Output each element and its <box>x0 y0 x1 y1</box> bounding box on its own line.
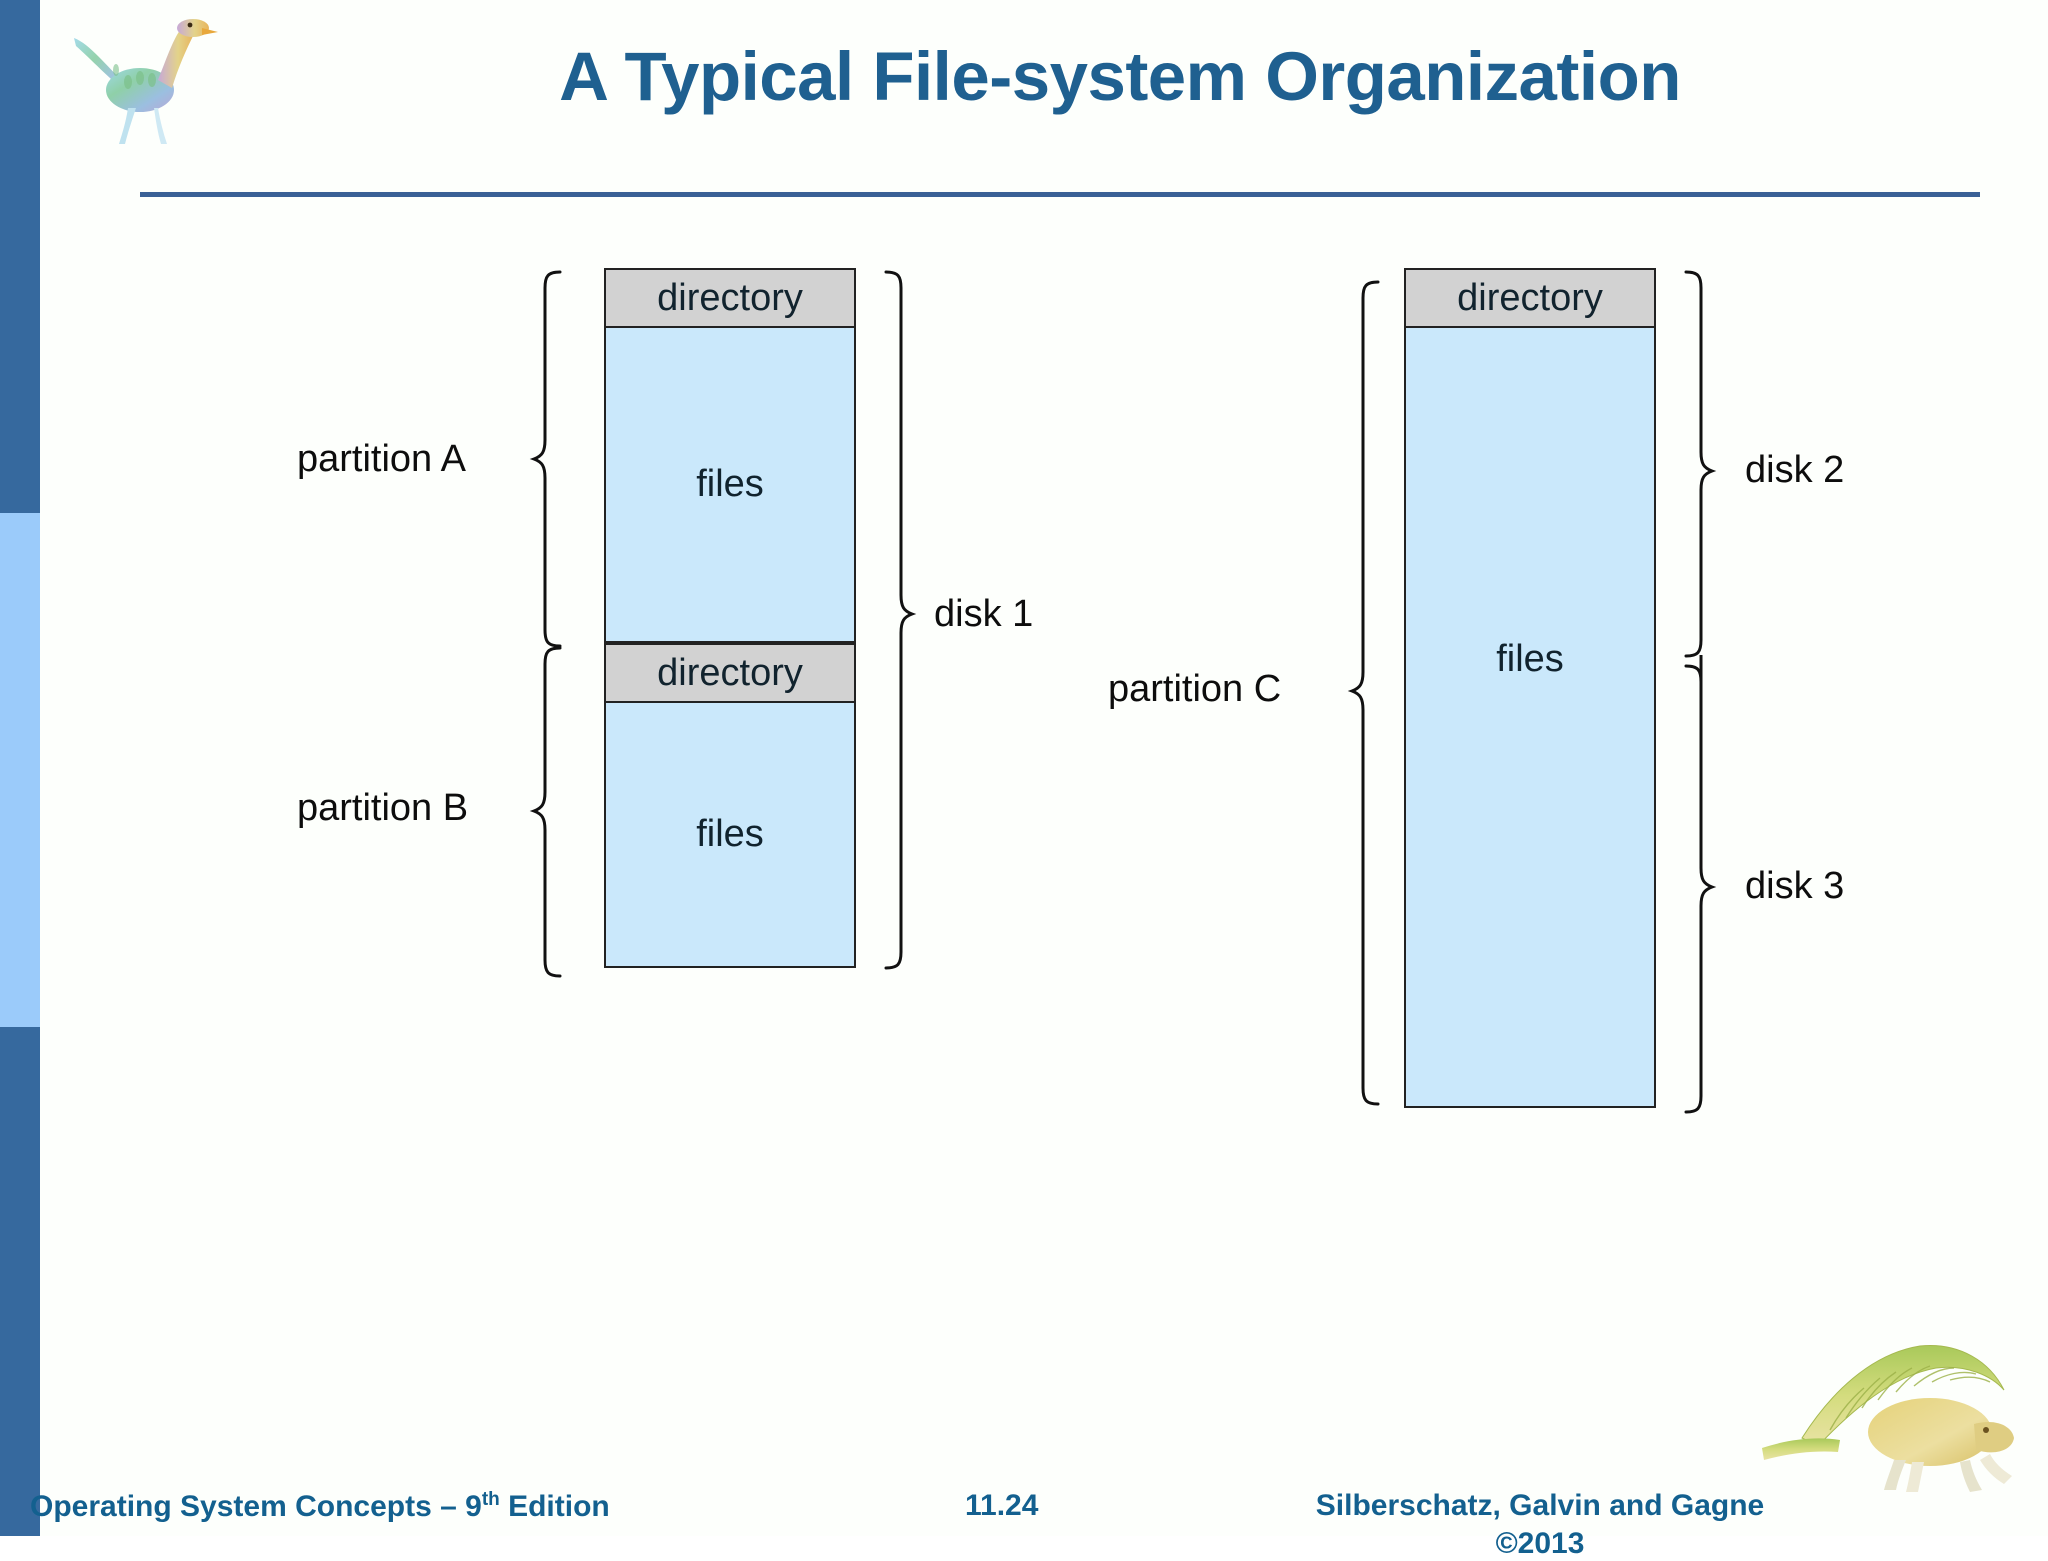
left-disk-directory-1: directory <box>604 268 856 328</box>
label-partition-b: partition B <box>297 787 469 829</box>
accent-segment-bottom <box>0 1027 40 1536</box>
dinosaur-icon <box>62 8 222 148</box>
label-disk-1: disk 1 <box>934 593 1034 635</box>
footer-edition-ordinal: th <box>481 1489 500 1510</box>
footer-authors: Silberschatz, Galvin and Gagne <box>1315 1489 1765 1522</box>
accent-segment-middle <box>0 513 40 1027</box>
left-disk-files-2: files <box>604 703 856 968</box>
label-partition-a: partition A <box>297 438 466 480</box>
slide-header: A Typical File-system Organization <box>40 0 2048 200</box>
dimetrodon-icon <box>1760 1320 2035 1495</box>
left-accent-bar <box>0 0 40 1536</box>
footer-edition-tail: Edition <box>499 1490 610 1523</box>
page-title: A Typical File-system Organization <box>559 38 1681 115</box>
label-disk-2: disk 2 <box>1745 449 1845 491</box>
footer-edition-main: Operating System Concepts – 9 <box>30 1490 482 1523</box>
footer-copyright: ©2013 <box>1495 1527 1585 1560</box>
left-disk-directory-2: directory <box>604 643 856 703</box>
label-disk-3: disk 3 <box>1745 865 1845 907</box>
right-disk-files-1: files <box>1404 328 1656 1108</box>
right-disk-files-label: files <box>1496 638 1564 680</box>
accent-segment-top <box>0 0 40 513</box>
right-disk-directory-1: directory <box>1404 268 1656 328</box>
left-disk-files-1: files <box>604 328 856 643</box>
footer-edition: Operating System Concepts – 9th Edition <box>30 1489 610 1524</box>
title-divider <box>140 192 1980 197</box>
label-partition-c: partition C <box>1108 668 1282 710</box>
page-number: 11.24 <box>965 1489 1039 1522</box>
